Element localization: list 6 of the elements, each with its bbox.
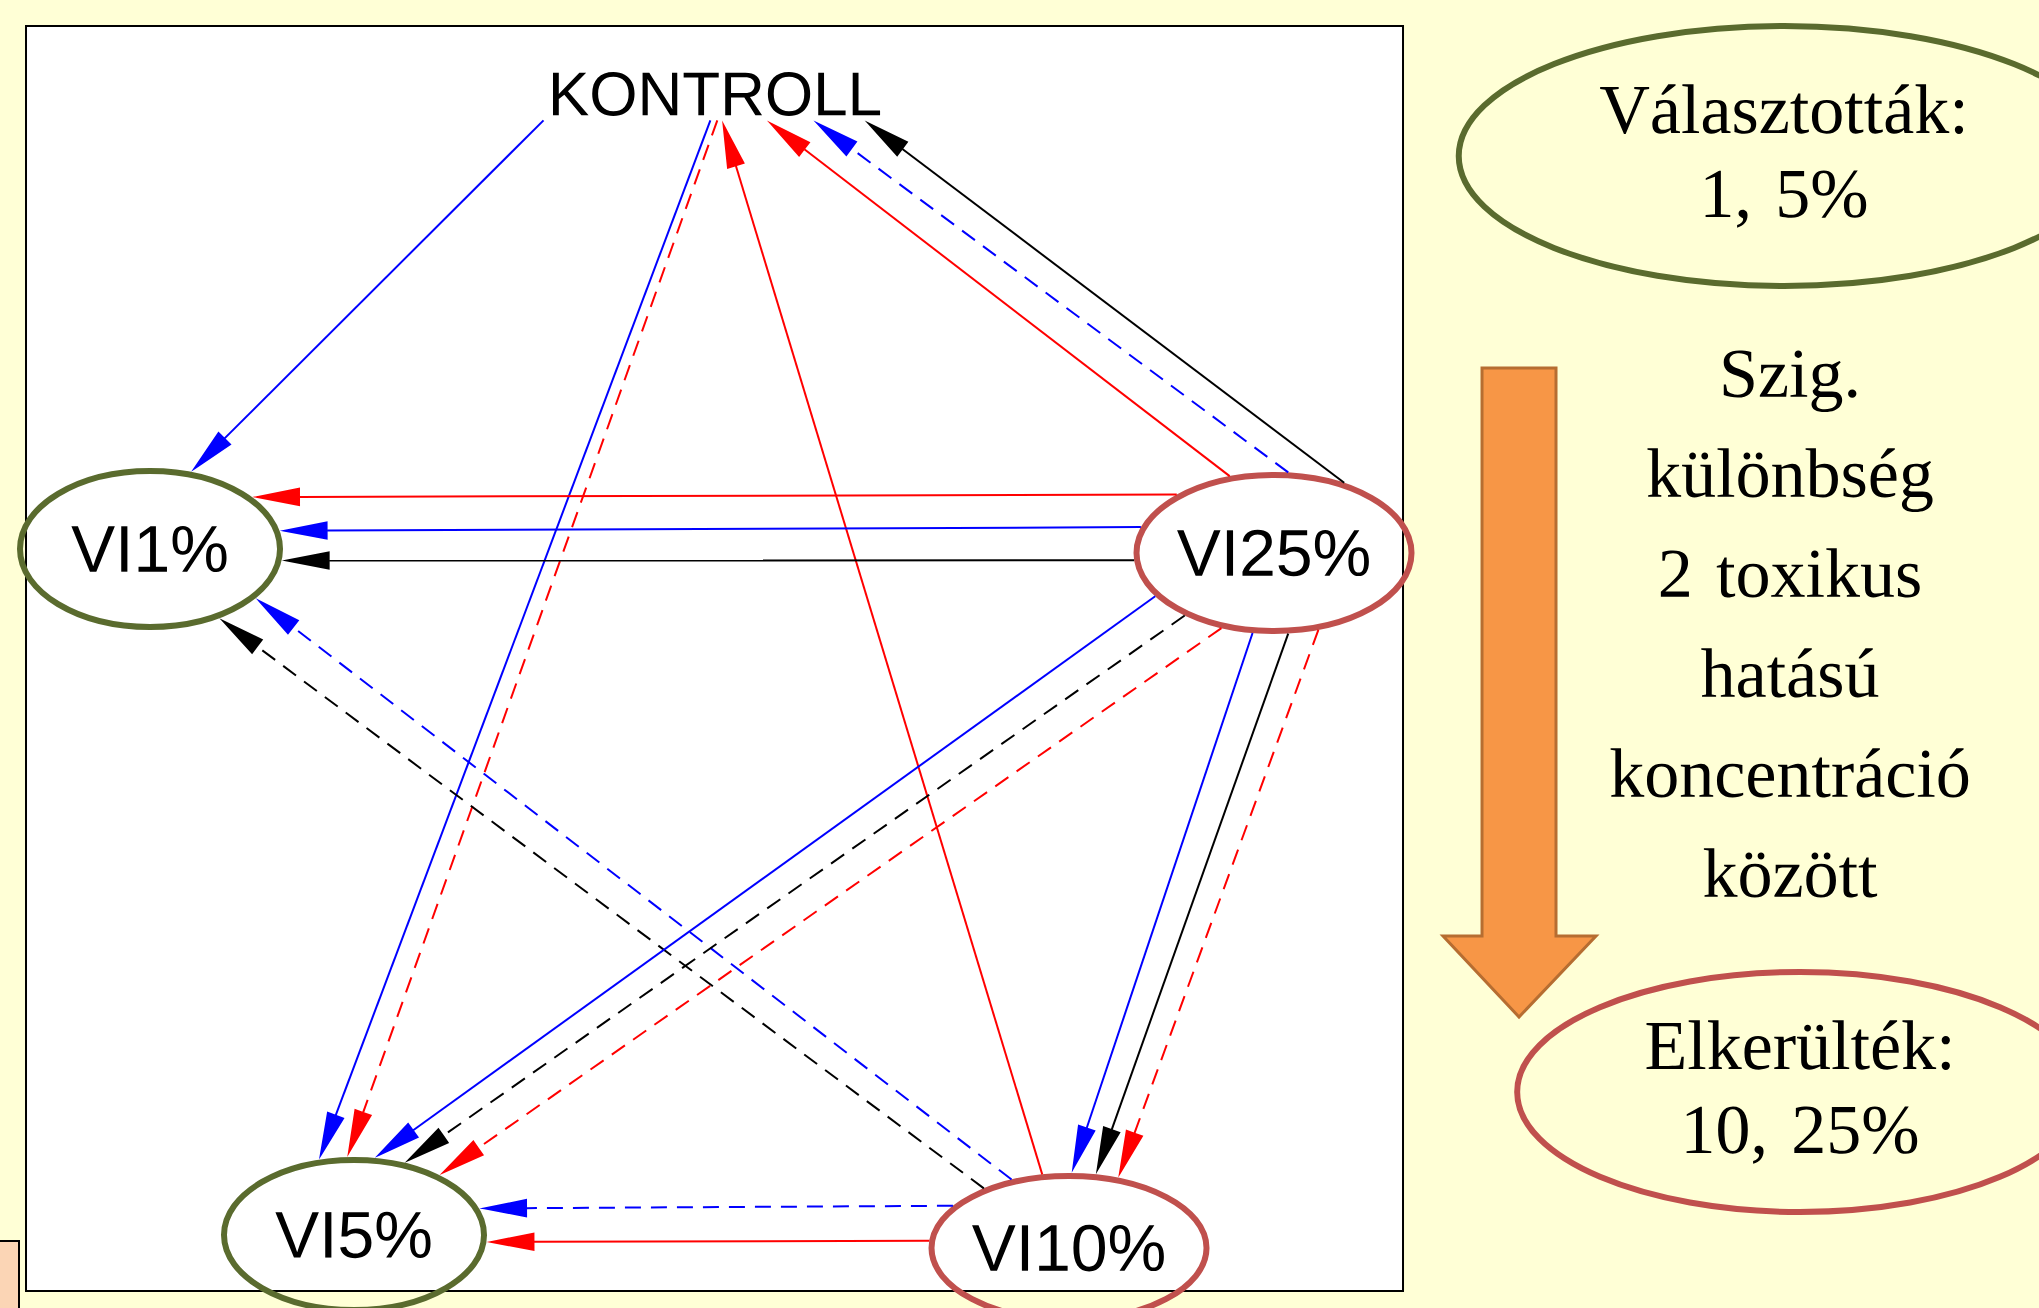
note-text: Szig. különbség 2 toxikus hatású koncentráció között xyxy=(1610,350,1969,898)
circled-label: VI5% xyxy=(221,1157,487,1308)
circled-label: VI10% xyxy=(928,1173,1210,1308)
node-label: KONTROLL xyxy=(553,72,881,116)
circled-label: VI25% xyxy=(1133,472,1415,634)
circled-label: VI1% xyxy=(17,468,283,630)
